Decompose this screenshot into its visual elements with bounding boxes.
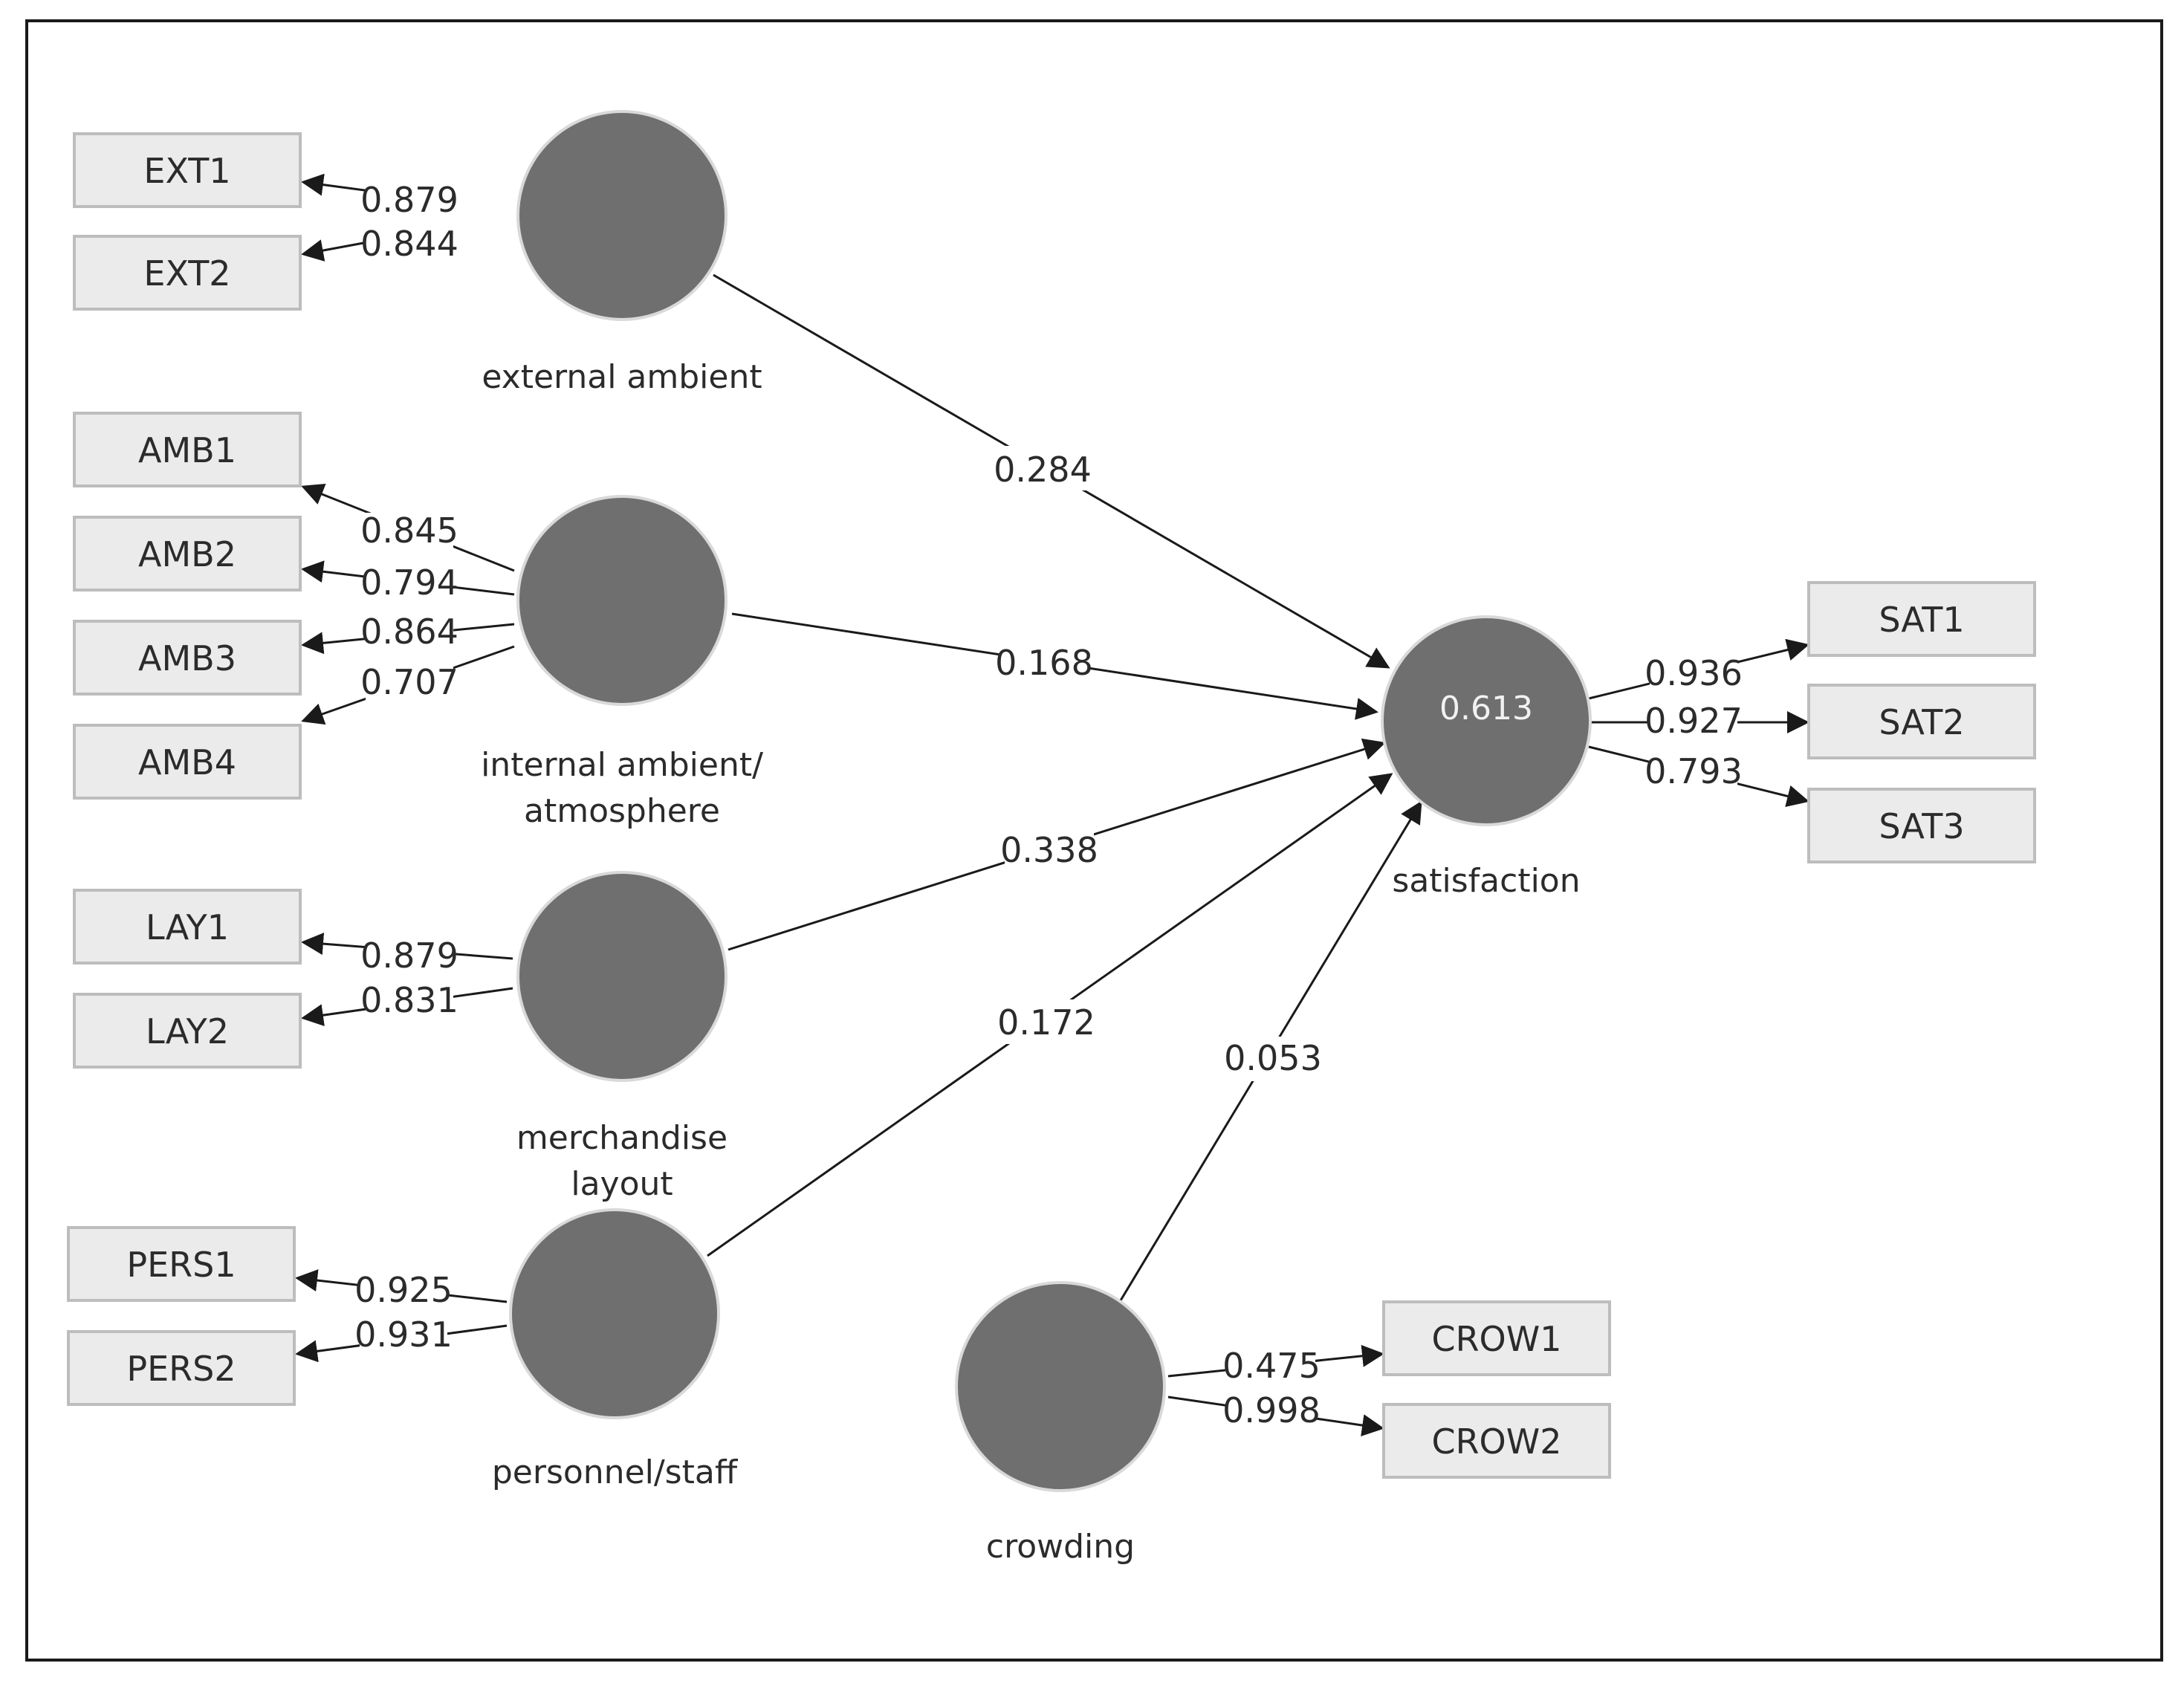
latent-satisfaction: 0.613 satisfaction xyxy=(1381,615,1592,900)
svg-text:SAT2: SAT2 xyxy=(1879,702,1964,742)
indicator-pers1: PERS1 xyxy=(67,1226,296,1302)
latent-label: crowding xyxy=(986,1528,1135,1566)
latent-merchandise-layout: merchandise layout xyxy=(516,871,728,1203)
svg-text:SAT3: SAT3 xyxy=(1879,806,1964,846)
svg-text:EXT2: EXT2 xyxy=(143,253,230,294)
latent-label: internal ambient/ xyxy=(481,746,763,784)
loading-amb3: 0.864 xyxy=(360,612,458,652)
latent-label: layout xyxy=(571,1165,673,1203)
coef-amb-sat: 0.168 xyxy=(995,643,1093,683)
coef-lay-sat: 0.338 xyxy=(1000,830,1098,870)
indicator-lay2: LAY2 xyxy=(73,993,302,1069)
latent-crowding: crowding xyxy=(955,1281,1166,1566)
latent-label: satisfaction xyxy=(1392,862,1580,900)
diagram-frame xyxy=(25,19,2163,1662)
structural-paths: 0.284 0.168 0.338 0.172 0.053 xyxy=(707,273,1422,1301)
latent-label: merchandise xyxy=(516,1119,728,1157)
indicator-sat1: SAT1 xyxy=(1807,581,2036,657)
loading-amb4: 0.707 xyxy=(360,662,458,702)
indicator-amb3: AMB3 xyxy=(73,620,302,696)
svg-text:LAY1: LAY1 xyxy=(146,907,229,947)
loading-ext2: 0.844 xyxy=(360,224,458,264)
loading-lay1: 0.879 xyxy=(360,936,458,976)
loading-pers1: 0.925 xyxy=(354,1270,453,1310)
latent-label: external ambient xyxy=(482,358,762,396)
loading-sat1: 0.936 xyxy=(1645,653,1743,693)
indicator-lay1: LAY1 xyxy=(73,889,302,965)
loading-amb2: 0.794 xyxy=(360,563,458,603)
loading-crow1: 0.475 xyxy=(1222,1346,1321,1386)
loading-amb1: 0.845 xyxy=(360,510,458,551)
indicator-amb2: AMB2 xyxy=(73,516,302,591)
latent-label: atmosphere xyxy=(524,792,720,830)
svg-text:PERS1: PERS1 xyxy=(126,1245,236,1285)
indicator-amb1: AMB1 xyxy=(73,412,302,487)
svg-text:CROW1: CROW1 xyxy=(1431,1319,1561,1359)
loading-sat2: 0.927 xyxy=(1645,701,1743,741)
loading-sat3: 0.793 xyxy=(1645,751,1743,791)
svg-text:AMB1: AMB1 xyxy=(138,430,236,470)
loading-labels: 0.879 0.844 0.845 0.794 0.864 0.707 0.87… xyxy=(354,177,1743,1433)
indicator-ext2: EXT2 xyxy=(73,235,302,311)
svg-text:AMB4: AMB4 xyxy=(138,742,236,782)
latent-variables: external ambient internal ambient/ atmos… xyxy=(481,110,1592,1566)
latent-external-ambient: external ambient xyxy=(482,110,762,396)
svg-text:PERS2: PERS2 xyxy=(126,1349,236,1389)
coef-ext-sat: 0.284 xyxy=(994,450,1092,490)
latent-internal-ambient: internal ambient/ atmosphere xyxy=(481,495,763,830)
indicator-crow1: CROW1 xyxy=(1382,1300,1611,1376)
indicator-sat3: SAT3 xyxy=(1807,788,2036,863)
latent-personnel-staff: personnel/staff xyxy=(492,1208,739,1491)
svg-text:EXT1: EXT1 xyxy=(143,151,230,191)
coef-crow-sat: 0.053 xyxy=(1224,1038,1322,1078)
svg-text:LAY2: LAY2 xyxy=(146,1011,229,1051)
indicator-crow2: CROW2 xyxy=(1382,1403,1611,1479)
indicator-sat2: SAT2 xyxy=(1807,684,2036,759)
loading-crow2: 0.998 xyxy=(1222,1390,1321,1430)
loading-pers2: 0.931 xyxy=(354,1315,453,1355)
indicator-amb4: AMB4 xyxy=(73,724,302,800)
indicator-pers2: PERS2 xyxy=(67,1330,296,1406)
coef-pers-sat: 0.172 xyxy=(997,1002,1095,1043)
svg-text:AMB2: AMB2 xyxy=(138,534,236,574)
svg-text:CROW2: CROW2 xyxy=(1431,1422,1561,1462)
indicators: EXT1 EXT2 AMB1 AMB2 AMB3 AMB4 LAY1 LAY2 … xyxy=(67,132,2036,1479)
r-squared-value: 0.613 xyxy=(1439,690,1533,727)
latent-label: personnel/staff xyxy=(492,1453,739,1491)
loading-ext1: 0.879 xyxy=(360,180,458,220)
svg-text:SAT1: SAT1 xyxy=(1879,600,1964,640)
indicator-ext1: EXT1 xyxy=(73,132,302,208)
loading-lay2: 0.831 xyxy=(360,980,458,1020)
svg-text:AMB3: AMB3 xyxy=(138,638,236,678)
